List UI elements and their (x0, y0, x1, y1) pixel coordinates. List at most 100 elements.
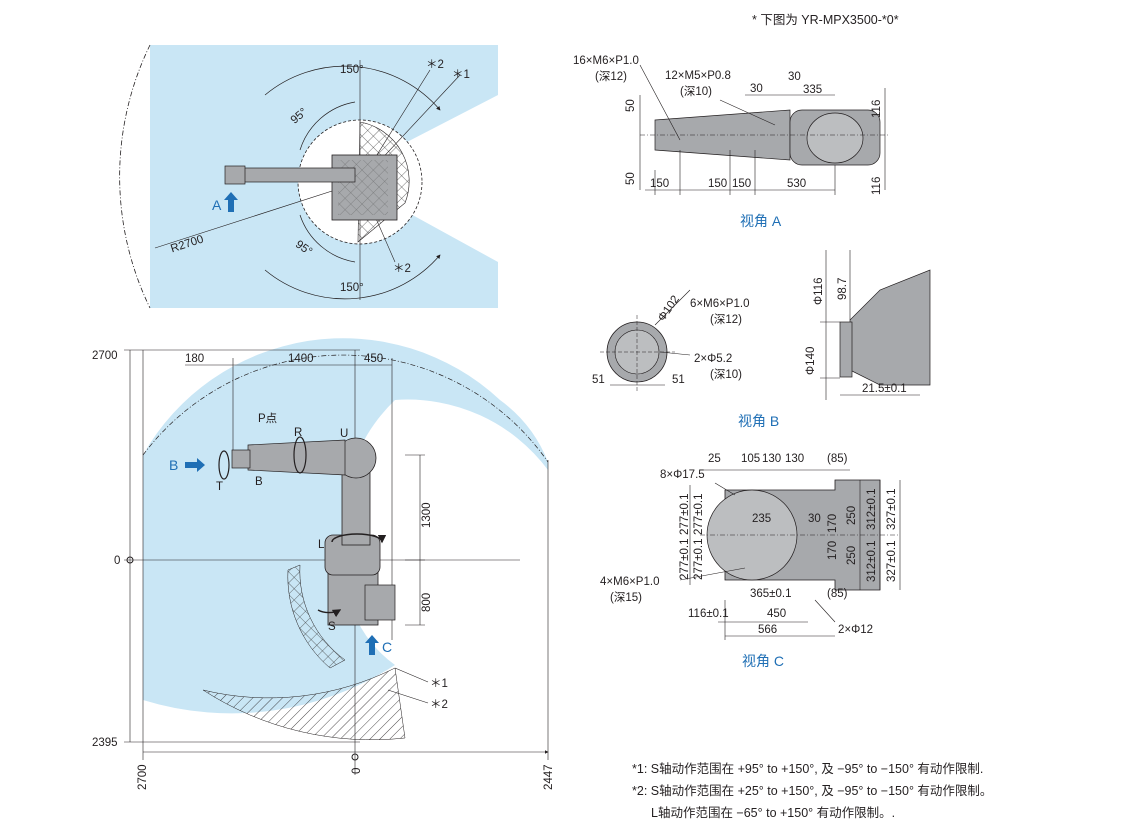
view-b-phi140: Φ140 (805, 347, 817, 375)
view-b-hole2: 2×Φ5.2 (694, 353, 732, 365)
side-axis-l: L (318, 539, 325, 551)
view-b-wrist (849, 269, 931, 386)
top-marker-2-bottom: ＊2 (393, 263, 411, 275)
view-b-d51a: 51 (592, 374, 605, 386)
view-c-hole1: 8×Φ17.5 (660, 469, 705, 481)
view-c-d85a: (85) (827, 453, 848, 465)
view-a-hole1-depth: (深12) (595, 69, 627, 83)
view-b-d51b: 51 (672, 374, 685, 386)
view-c-d25: 25 (708, 453, 721, 465)
note-3: L轴动作范围在 −65° to +150° 有动作限制。. (651, 806, 896, 820)
side-axis-t: T (216, 481, 223, 493)
view-c-d85b: (85) (827, 588, 848, 600)
view-a-d30a: 30 (750, 83, 763, 95)
top-view-a-arrow (224, 192, 238, 212)
view-c-hole2: 4×M6×P1.0 (600, 576, 659, 588)
view-c-d450: 450 (767, 608, 786, 620)
view-c-d130b: 130 (785, 453, 804, 465)
note-1: *1: S轴动作范围在 +95° to +150°, 及 −95° to −15… (632, 762, 984, 776)
header-note: * 下图为 YR-MPX3500-*0* (752, 13, 899, 27)
side-dim-1300: 1300 (421, 502, 433, 528)
view-b-d98-7: 98.7 (837, 278, 849, 300)
view-a-d50a: 50 (625, 99, 637, 112)
view-c-d327b: 327±0.1 (886, 541, 898, 583)
view-c-d312b: 312±0.1 (866, 541, 878, 583)
view-b-hole2-depth: (深10) (710, 367, 742, 381)
view-a-d30b: 30 (788, 71, 801, 83)
view-c-d277c: 277±0.1 (679, 539, 691, 581)
view-c-d277d: 277±0.1 (693, 539, 705, 581)
view-c-d312a: 312±0.1 (866, 489, 878, 531)
view-b-title: 视角 B (738, 413, 779, 429)
side-dim-450: 450 (364, 353, 383, 365)
side-restricted-area (202, 667, 406, 741)
view-c-d250b: 250 (846, 546, 858, 565)
side-dim-0-left: 0 (114, 555, 120, 567)
view-a-title: 视角 A (740, 213, 782, 229)
side-axis-u: U (340, 428, 348, 440)
top-angle-150-bottom: 150° (340, 282, 364, 294)
view-a: 16×M6×P1.0 (深12) 12×M5×P0.8 (深10) 30 30 … (573, 55, 890, 229)
view-b-phi116: Φ116 (813, 277, 825, 305)
view-b-hole1: 6×M6×P1.0 (690, 298, 749, 310)
side-dim-2700-bottom: 2700 (137, 764, 149, 790)
side-dim-2395: 2395 (92, 737, 118, 749)
view-c-hole2-depth: (深15) (610, 590, 642, 604)
side-work-area-lower (143, 440, 395, 714)
view-a-hole1: 16×M6×P1.0 (573, 55, 639, 67)
view-a-hole2-depth: (深10) (680, 84, 712, 98)
view-a-d530: 530 (787, 178, 806, 190)
view-c-d235: 235 (752, 513, 771, 525)
note-2: *2: S轴动作范围在 +25° to +150°, 及 −95° to −15… (632, 784, 993, 798)
side-marker-1: ＊1 (430, 678, 448, 690)
view-c-d30: 30 (808, 513, 821, 525)
side-axis-b: B (255, 476, 263, 488)
view-c-d105: 105 (741, 453, 760, 465)
side-dim-1400: 1400 (288, 353, 314, 365)
view-a-hole2: 12×M5×P0.8 (665, 70, 731, 82)
view-a-d116b: 116 (871, 177, 883, 195)
side-view-c-arrow (365, 635, 379, 655)
view-c-d170a: 170 (827, 514, 839, 533)
top-marker-2: ＊2 (426, 59, 444, 71)
view-a-d50b: 50 (625, 172, 637, 185)
top-view-a-label: A (212, 197, 222, 213)
side-dim-2447: 2447 (543, 764, 555, 790)
side-view-c-label: C (382, 639, 392, 655)
side-p-point: P点 (258, 412, 277, 425)
view-c-d170b: 170 (827, 541, 839, 560)
view-b-phi102: Φ102 (656, 294, 682, 324)
side-dim-2700-left: 2700 (92, 350, 118, 362)
side-view-b-arrow (185, 458, 205, 472)
side-axis-r: R (294, 427, 302, 439)
view-c-d327a: 327±0.1 (886, 489, 898, 531)
view-b-hole1-depth: (深12) (710, 312, 742, 326)
view-c-d130a: 130 (762, 453, 781, 465)
view-c-d365: 365±0.1 (750, 588, 792, 600)
view-c-d277a: 277±0.1 (679, 494, 691, 536)
view-c-d250a: 250 (846, 506, 858, 525)
view-a-d150a: 150 (650, 178, 669, 190)
view-c-d116: 116±0.1 (688, 608, 729, 620)
top-angle-150-top: 150° (340, 64, 364, 76)
view-b: Φ102 6×M6×P1.0 (深12) 2×Φ5.2 (深10) 51 51 … (592, 250, 931, 429)
side-axis-s: S (328, 621, 336, 633)
view-c-d277b: 277±0.1 (693, 494, 705, 536)
side-view: 2700 180 1400 450 0 2395 2700 0 2447 130… (92, 338, 555, 790)
side-dim-800: 800 (421, 593, 433, 612)
side-dim-0-bottom: 0 (351, 768, 363, 774)
view-c: 25 105 130 130 (85) 8×Φ17.5 277±0.1 277±… (600, 453, 901, 669)
view-c-title: 视角 C (742, 653, 784, 669)
side-restricted-crescent (287, 564, 346, 669)
view-a-d150c: 150 (732, 178, 751, 190)
top-marker-1: ＊1 (452, 69, 470, 81)
view-a-d150b: 150 (708, 178, 727, 190)
view-a-d116a: 116 (871, 100, 883, 118)
view-c-hole3: 2×Φ12 (838, 624, 873, 636)
view-a-d335: 335 (803, 84, 822, 96)
top-robot-arm (239, 167, 356, 183)
view-c-d566: 566 (758, 624, 777, 636)
side-marker-2: ＊2 (430, 699, 448, 711)
top-view: A 150° 150° 95° 95° ＊2 ＊1 ＊2 R2700 (119, 44, 498, 309)
